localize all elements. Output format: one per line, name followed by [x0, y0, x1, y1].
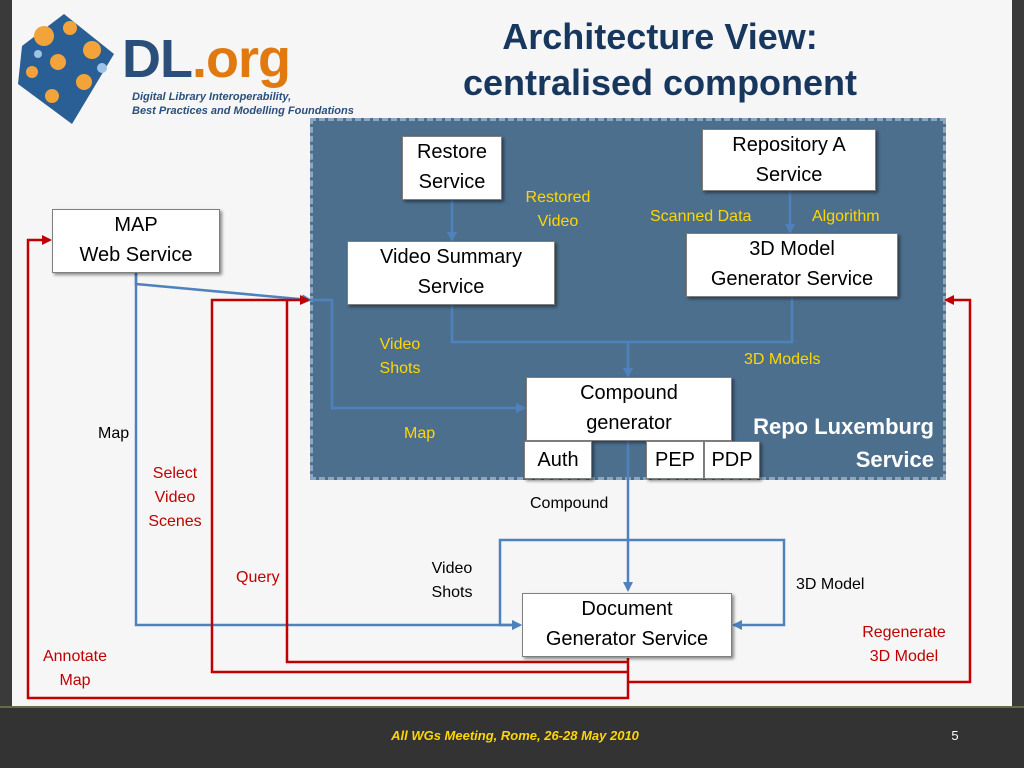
footer-meeting-text: All WGs Meeting, Rome, 26-28 May 2010	[391, 728, 639, 743]
slide-frame-left	[0, 0, 12, 706]
label-compound: Compound	[530, 495, 609, 512]
pep-box[interactable]: PEP	[646, 441, 704, 479]
label-scanned-data: Scanned Data	[650, 208, 752, 225]
pdp-box[interactable]: PDP	[704, 441, 760, 479]
label-query: Query	[236, 569, 280, 586]
logo-wordmark: DL.org	[122, 29, 291, 89]
slide-frame-right	[1012, 0, 1024, 706]
label-map-inner: Map	[404, 425, 436, 442]
slide-title: Architecture View: centralised component	[462, 16, 858, 103]
logo-tagline: Digital Library Interoperability, Best P…	[132, 91, 354, 117]
dl-org-logo: DL.org Digital Library Interoperability,…	[14, 6, 354, 130]
label-3d-models: 3D Models	[744, 351, 821, 368]
label-map-outer: Map	[98, 425, 130, 442]
slide-page-number: 5	[951, 728, 959, 743]
slide-footer: All WGs Meeting, Rome, 26-28 May 2010 5	[0, 706, 1024, 768]
puzzle-logo-icon	[18, 14, 114, 124]
auth-box[interactable]: Auth	[524, 441, 592, 479]
label-3d-model: 3D Model	[796, 576, 865, 593]
label-algorithm: Algorithm	[812, 208, 880, 225]
